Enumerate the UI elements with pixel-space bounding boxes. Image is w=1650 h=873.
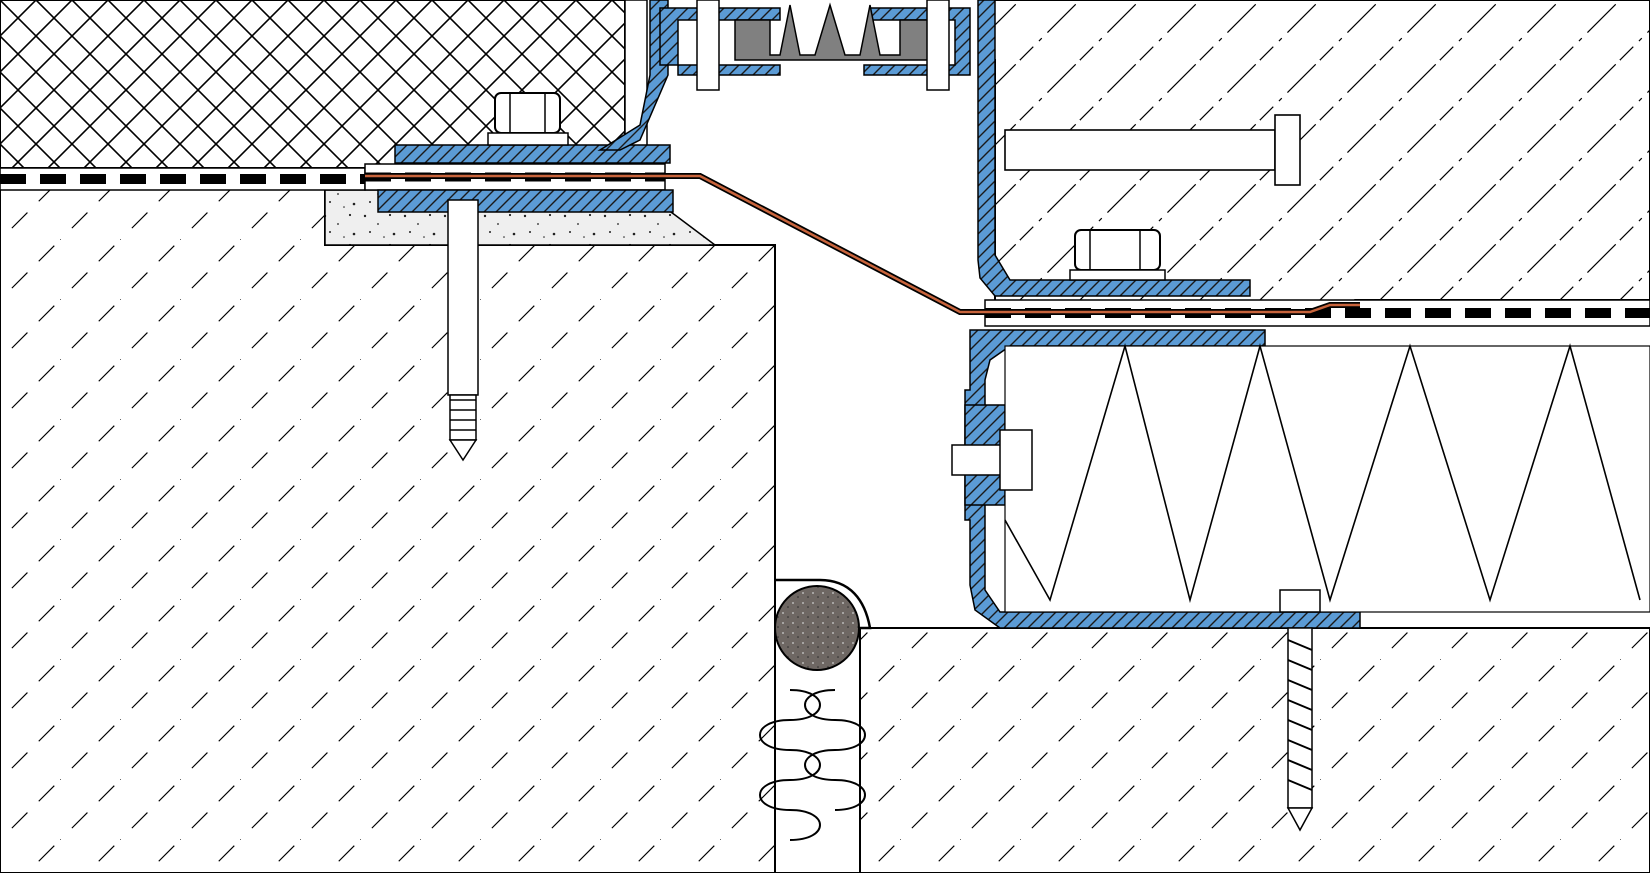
wall-tie [1004,129,1276,171]
zigzag-compressible-filler [1004,342,1650,613]
copper-expansion-strip [365,173,1360,315]
hex-nut-right [1069,229,1166,281]
right-concrete-slab [859,627,1650,873]
left-concrete-slab [0,179,776,873]
backer-rod [774,578,872,671]
anchor-bolt [447,199,479,462]
side-bolt [951,429,1033,491]
insulation-board [0,0,648,169]
hex-nut-left [487,92,569,146]
gasket-clamp-bolts [696,0,950,91]
concrete-screw [1279,589,1321,832]
